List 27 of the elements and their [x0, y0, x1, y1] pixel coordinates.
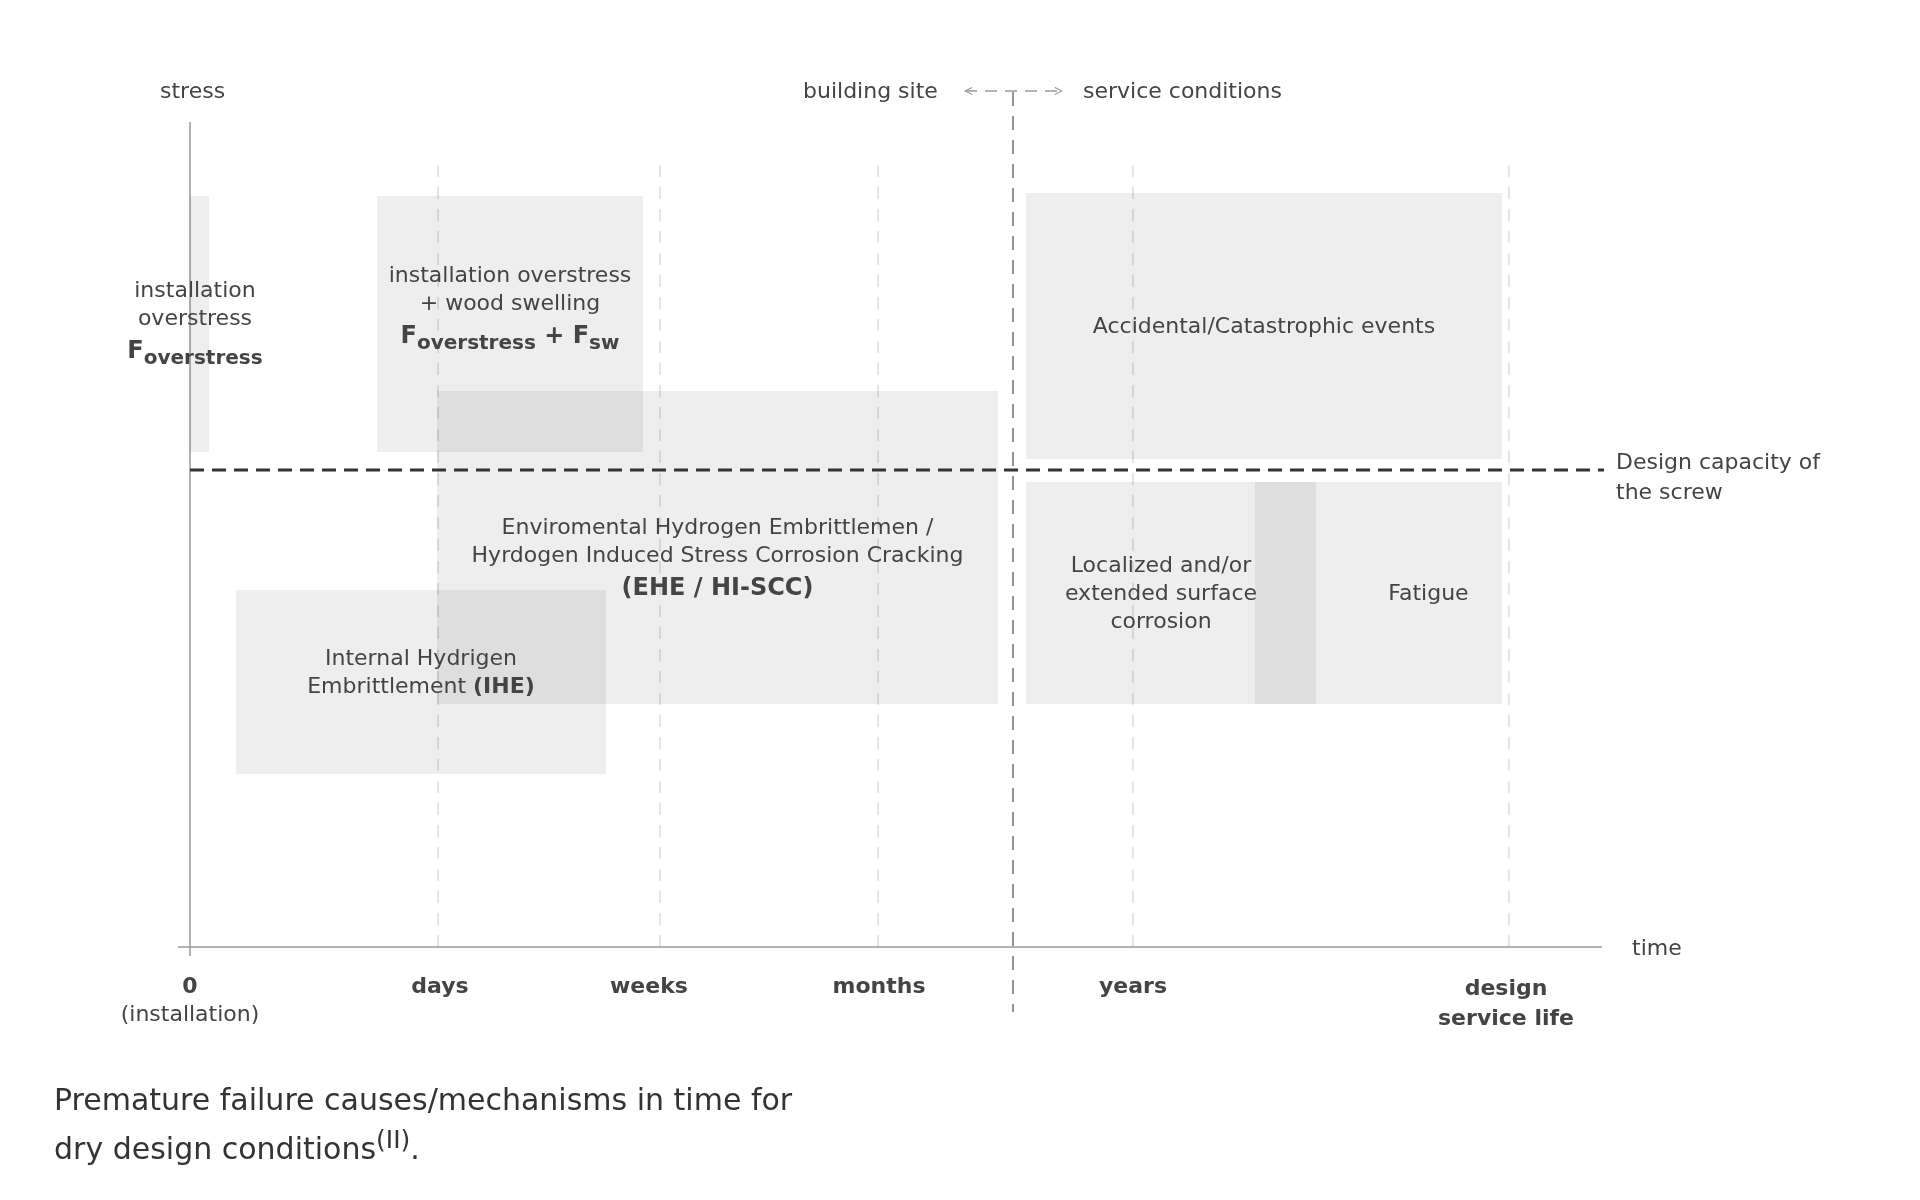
box-text: Fatigue: [1388, 579, 1469, 607]
axis-title: time: [1632, 935, 1682, 960]
mechanism-box: [1026, 193, 1502, 459]
formula-text: F$_{overstress}$ + F$_{sw}$: [400, 319, 620, 356]
box-text: Localized and/or extended surface corrosion: [1063, 551, 1258, 635]
formula-text: F$_{overstress}$: [127, 334, 263, 371]
mechanism-box: [377, 196, 643, 452]
axis-title: stress: [160, 78, 226, 103]
formula-text: (EHE / HI-SCC): [621, 571, 814, 603]
phase-label: service conditions: [1083, 78, 1282, 103]
tick-label: months: [832, 973, 926, 998]
caption: Premature failure causes/mechanisms in time for dry design conditions$^{(II)}$.: [54, 1081, 794, 1168]
mechanism-box: [1255, 482, 1502, 704]
tick-label: years: [1098, 973, 1168, 998]
capacity-label: Design capacity of the screw: [1616, 448, 1822, 506]
box-text: Enviromental Hydrogen Embrittlemen / Hyrdogen Induced Stress Corrosion Cracking: [470, 512, 965, 569]
tick-label: weeks: [610, 973, 688, 998]
phase-label: building site: [803, 78, 938, 103]
mechanism-box: [236, 590, 606, 774]
tick-label: design service life: [1437, 974, 1575, 1032]
tick-label: (installation): [120, 1001, 260, 1026]
box-text: Internal Hydrigen Embrittlement (IHE): [306, 644, 536, 700]
box-text: Accidental/Catastrophic events: [1092, 312, 1436, 340]
tick-label: 0: [182, 973, 198, 998]
box-text: installation overstress + wood swelling: [387, 260, 633, 317]
tick-label: days: [411, 973, 469, 998]
box-text: installation overstress: [133, 275, 257, 332]
